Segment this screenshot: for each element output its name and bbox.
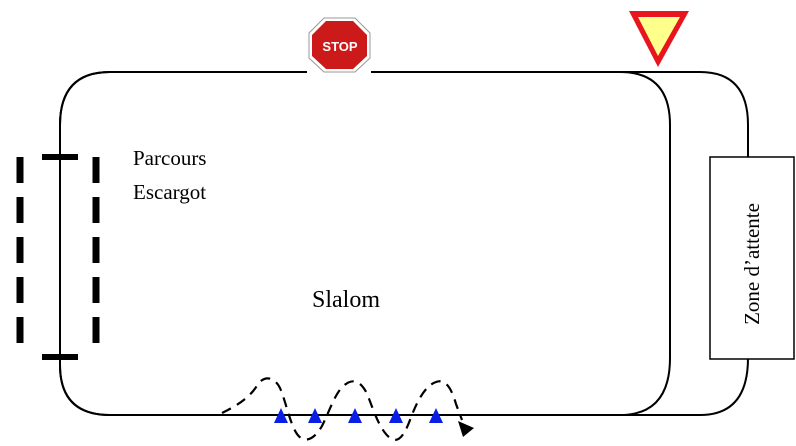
slalom-label: Slalom xyxy=(312,287,380,313)
cone-icon xyxy=(389,408,403,423)
waiting-zone-box xyxy=(709,156,795,360)
cone-icon xyxy=(308,408,322,423)
inner-course xyxy=(59,71,671,416)
slalom-path xyxy=(221,377,464,442)
stop-sign-label: STOP xyxy=(322,39,357,54)
arrow-head-icon xyxy=(458,421,474,437)
yield-sign-icon xyxy=(629,11,689,67)
cone-icon xyxy=(348,408,362,423)
cone-icon xyxy=(274,408,288,423)
cone-icon xyxy=(429,408,443,423)
stop-sign-icon: STOP xyxy=(308,17,371,73)
waiting-zone-label: Zone d’attente xyxy=(740,203,764,325)
outer-track xyxy=(59,71,749,416)
parcours-label-line2: Escargot xyxy=(133,180,206,204)
parcours-label-line1: Parcours xyxy=(133,146,206,170)
